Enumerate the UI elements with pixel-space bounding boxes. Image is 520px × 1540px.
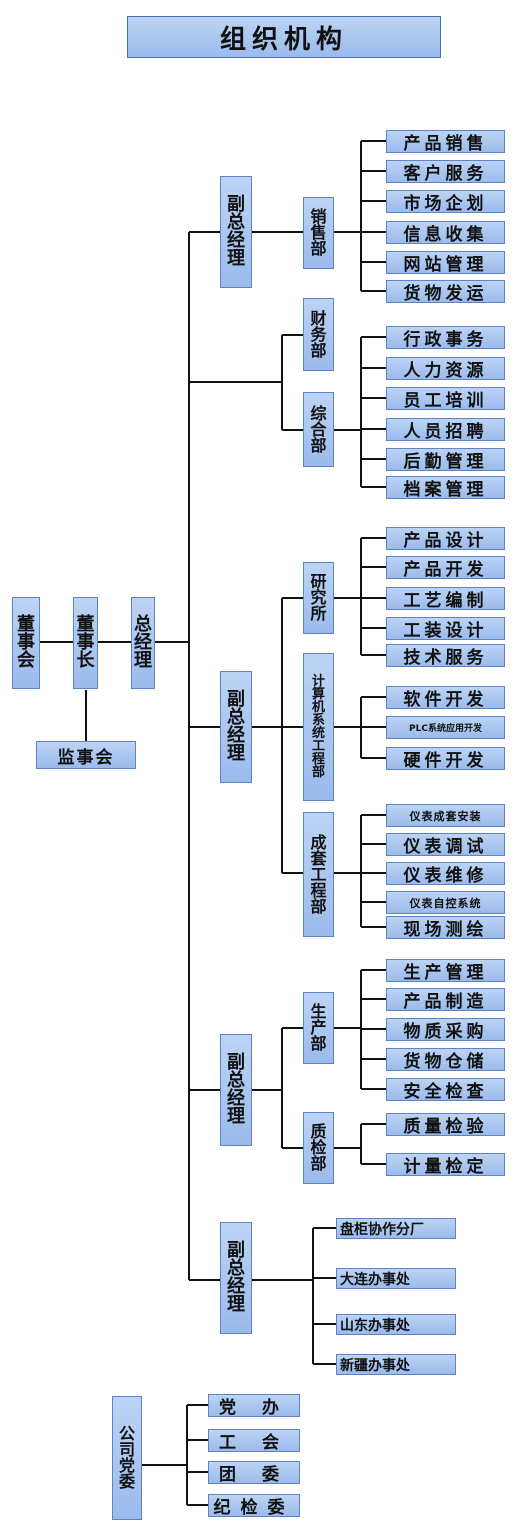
party-item: 团 委 [208, 1461, 300, 1485]
complete-engineering-item: 仪表自控系统 [386, 891, 505, 914]
research-item: 工装设计 [386, 617, 505, 641]
office-item: 新疆办事处 [336, 1354, 456, 1375]
sales-item: 信息收集 [386, 221, 505, 245]
board-box: 董事会 [12, 597, 40, 689]
computer-item: 硬件开发 [386, 747, 505, 771]
production-item: 货物仓储 [386, 1048, 505, 1072]
complete-engineering-item: 仪表成套安装 [386, 804, 505, 827]
general-affairs-item: 员工培训 [386, 387, 505, 411]
sales-item: 货物发运 [386, 280, 505, 304]
computer-item: 软件开发 [386, 686, 505, 710]
supervisory-board-box: 监事会 [36, 741, 136, 769]
dept-production: 生产部 [303, 992, 334, 1064]
dept-complete-engineering: 成套工程部 [303, 812, 334, 937]
complete-engineering-item: 仪表维修 [386, 862, 505, 886]
dept-general-affairs: 综合部 [303, 392, 334, 467]
general-affairs-item: 档案管理 [386, 476, 505, 500]
vp-box-1: 副总经理 [220, 176, 252, 288]
computer-item: PLC系统应用开发 [386, 716, 505, 739]
vp-box-4: 副总经理 [220, 1222, 252, 1334]
party-item: 工 会 [208, 1429, 300, 1453]
dept-finance: 财务部 [303, 298, 334, 371]
production-item: 安全检查 [386, 1078, 505, 1102]
quality-item: 质量检验 [386, 1113, 505, 1137]
general-affairs-item: 行政事务 [386, 326, 505, 350]
party-item: 党 办 [208, 1394, 300, 1418]
general-affairs-item: 人力资源 [386, 357, 505, 381]
office-item: 盘柜协作分厂 [336, 1218, 456, 1239]
dept-quality-inspection: 质检部 [303, 1112, 334, 1184]
complete-engineering-item: 仪表调试 [386, 833, 505, 857]
production-item: 产品制造 [386, 988, 505, 1012]
office-item: 山东办事处 [336, 1314, 456, 1335]
vp-box-2: 副总经理 [220, 671, 252, 783]
sales-item: 客户服务 [386, 160, 505, 184]
vp-box-3: 副总经理 [220, 1034, 252, 1146]
sales-item: 市场企划 [386, 190, 505, 214]
dept-sales: 销售部 [303, 197, 334, 269]
production-item: 物质采购 [386, 1018, 505, 1042]
general-manager-box: 总经理 [131, 597, 155, 689]
page-title: 组织机构 [127, 16, 441, 58]
research-item: 产品开发 [386, 556, 505, 580]
research-item: 产品设计 [386, 527, 505, 551]
production-item: 生产管理 [386, 959, 505, 983]
office-item: 大连办事处 [336, 1268, 456, 1289]
sales-item: 产品销售 [386, 130, 505, 154]
research-item: 工艺编制 [386, 587, 505, 611]
dept-research-institute: 研究所 [303, 562, 334, 634]
sales-item: 网站管理 [386, 251, 505, 275]
general-affairs-item: 后勤管理 [386, 448, 505, 472]
general-affairs-item: 人员招聘 [386, 418, 505, 442]
chairman-box: 董事长 [73, 597, 98, 689]
research-item: 技术服务 [386, 644, 505, 668]
dept-computer-systems: 计算机系统工程部 [303, 653, 334, 801]
complete-engineering-item: 现场测绘 [386, 916, 505, 940]
party-committee-box: 公司党委 [112, 1396, 142, 1520]
quality-item: 计量检定 [386, 1153, 505, 1177]
party-item: 纪检委 [208, 1494, 300, 1518]
